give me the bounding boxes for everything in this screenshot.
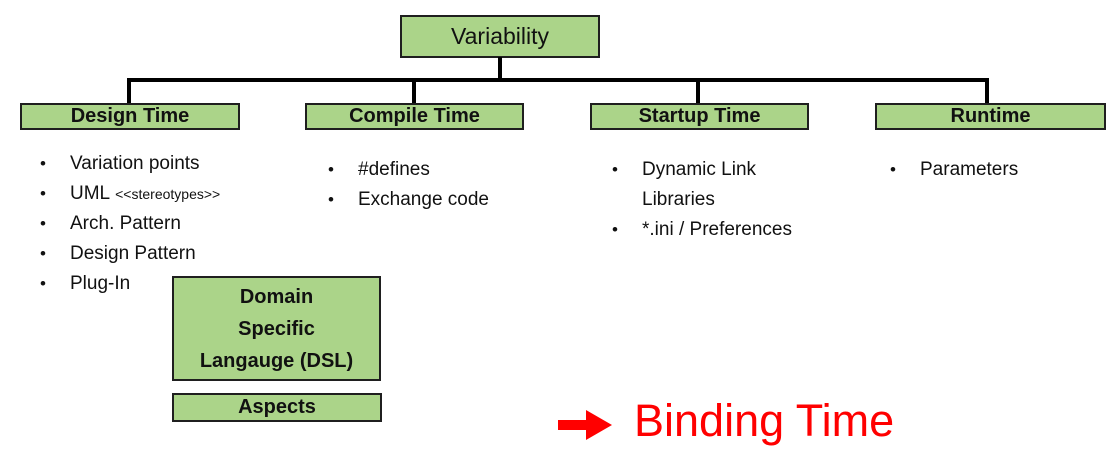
connector-drop-startup-time [696,78,700,106]
bullet-icon: • [612,220,618,239]
list-item: • UML<<stereotypes>> [30,179,265,209]
list-item-text: Variation points [70,153,200,174]
list-item: • Arch. Pattern [30,209,265,239]
list-item: • #defines [318,155,523,185]
bullet-icon: • [890,160,896,179]
binding-time-label: Binding Time [634,395,895,446]
connector-stem [498,57,502,81]
aspects-label: Aspects [238,396,316,418]
variability-box: Variability [400,15,600,58]
list-item-text: #defines [358,159,430,180]
list-item: • *.ini / Preferences [602,215,827,245]
stereotypes-small-text: <<stereotypes>> [115,186,221,202]
startup-time-list: • Dynamic Link Libraries • *.ini / Prefe… [602,155,827,245]
list-item: • Plug-In [30,269,265,299]
right-arrow-icon [556,407,614,443]
compile-time-label: Compile Time [349,105,480,127]
runtime-list: • Parameters [880,155,1080,185]
dsl-line-2: Specific [238,317,315,340]
list-item-text: Arch. Pattern [70,213,181,234]
list-item-text: Design Pattern [70,243,196,264]
compile-time-list: • #defines • Exchange code [318,155,523,215]
aspects-box: Aspects [172,393,382,422]
connector-drop-compile-time [412,78,416,106]
list-item-text: *.ini / Preferences [642,219,792,240]
startup-time-label: Startup Time [638,105,761,127]
design-time-label: Design Time [70,105,190,127]
list-item: • Exchange code [318,185,523,215]
connector-horizontal-bar [127,78,989,82]
list-item: • Parameters [880,155,1080,185]
bullet-icon: • [328,190,334,209]
list-item: • Design Pattern [30,239,265,269]
list-item-text: Parameters [920,159,1019,180]
bullet-icon: • [612,160,618,179]
list-item-text: UML<<stereotypes>> [70,183,221,204]
list-item-text: Exchange code [358,189,489,210]
connector-drop-design-time [127,78,131,106]
runtime-box: Runtime [875,103,1106,130]
design-time-list: • Variation points • UML<<stereotypes>> … [30,149,265,299]
compile-time-box: Compile Time [305,103,524,130]
bullet-icon: • [40,214,46,233]
dsl-box: Domain Specific Langauge (DSL) [172,276,381,381]
variability-label: Variability [451,23,549,49]
connector-drop-runtime [985,78,989,106]
design-time-box: Design Time [20,103,240,130]
bullet-icon: • [40,244,46,263]
dsl-line-1: Domain [239,285,314,308]
runtime-label: Runtime [950,105,1031,127]
bullet-icon: • [40,274,46,293]
list-item-text: Dynamic Link Libraries [642,159,757,210]
binding-time-annotation: Binding Time [556,395,894,447]
dsl-line-3: Langauge (DSL) [199,349,354,372]
list-item-text: Plug-In [70,273,131,294]
startup-time-box: Startup Time [590,103,809,130]
bullet-icon: • [328,160,334,179]
list-item: • Variation points [30,149,265,179]
bullet-icon: • [40,154,46,173]
bullet-icon: • [40,184,46,203]
list-item: • Dynamic Link Libraries [602,155,827,215]
